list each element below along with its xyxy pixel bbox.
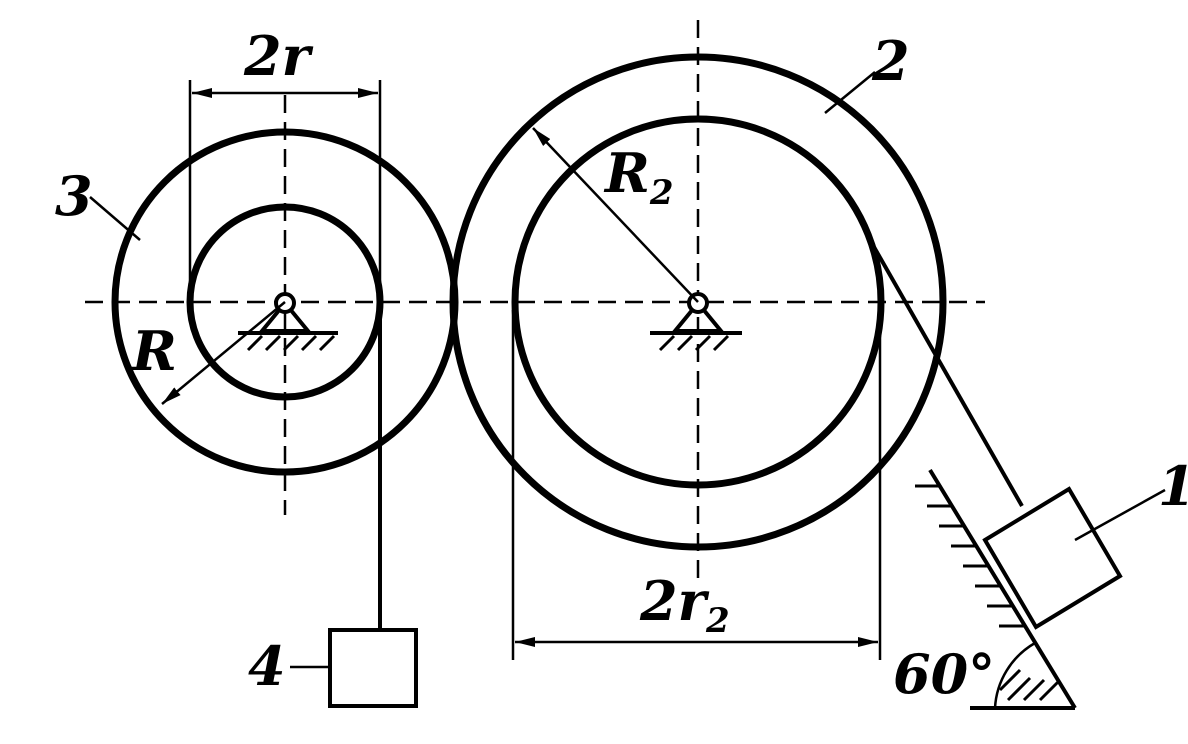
dimension-2r2: 2r2 (511, 310, 882, 660)
angle-label: 60° (893, 642, 995, 706)
label-wheel-3: 3 (55, 164, 141, 241)
number-3: 3 (55, 164, 93, 228)
base-hatching (998, 668, 1060, 702)
angle-arc (993, 641, 1036, 709)
inclined-plane: 60° (893, 468, 1077, 710)
number-4: 4 (248, 634, 286, 698)
wheel-2 (449, 53, 947, 551)
rope-to-body-1 (868, 239, 1024, 507)
pivot-support-wheel-3 (238, 292, 338, 352)
label-2r: 2r (243, 24, 314, 88)
dimension-2r: 2r (188, 24, 382, 300)
radius-R2: R2 (532, 127, 699, 303)
label-wheel-2: 2 (824, 29, 910, 114)
wheel-2-outer-rim (449, 53, 947, 551)
label-2r2: 2r2 (639, 569, 730, 641)
wheel-2-inner-hub (511, 115, 885, 489)
body-1: 1 (982, 454, 1188, 630)
label-R2: R2 (603, 141, 674, 213)
pivot-support-wheel-2 (650, 292, 742, 352)
number-1: 1 (1158, 454, 1188, 518)
number-2: 2 (871, 29, 910, 93)
radius-R: R (130, 301, 286, 405)
incline-hatching (915, 484, 1024, 628)
body-4: 4 (248, 628, 418, 708)
label-R: R (130, 319, 177, 383)
